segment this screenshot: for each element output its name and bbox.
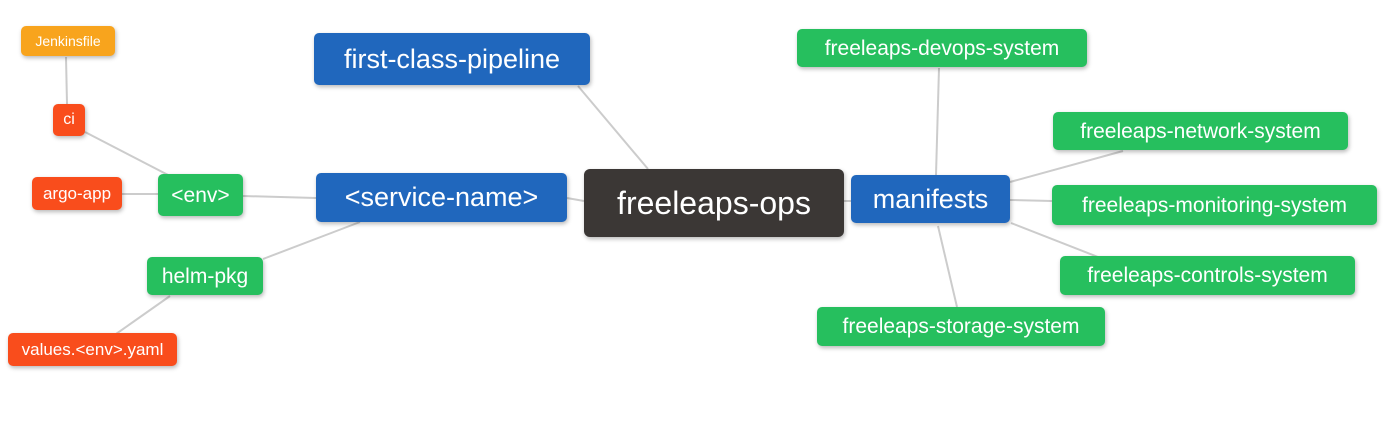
edge-manifests-devops [935,67,940,176]
edge-pipeline-freeleaps-ops [577,85,649,170]
node-freeleaps-controls-system[interactable]: freeleaps-controls-system [1060,256,1355,295]
node-ci[interactable]: ci [53,104,85,136]
edge-helm-pkg-values [115,295,171,335]
node-manifests[interactable]: manifests [851,175,1010,223]
node-env[interactable]: <env> [158,174,243,216]
node-helm-pkg[interactable]: helm-pkg [147,257,263,295]
edge-env-service-name [242,195,317,199]
node-jenkinsfile[interactable]: Jenkinsfile [21,26,115,56]
node-values-env-yaml[interactable]: values.<env>.yaml [8,333,177,366]
node-freeleaps-monitoring-system[interactable]: freeleaps-monitoring-system [1052,185,1377,225]
node-freeleaps-network-system[interactable]: freeleaps-network-system [1053,112,1348,150]
edge-manifests-network [1009,150,1124,183]
node-freeleaps-storage-system[interactable]: freeleaps-storage-system [817,307,1105,346]
edge-jenkinsfile-ci [65,56,68,105]
node-freeleaps-ops[interactable]: freeleaps-ops [584,169,844,237]
edge-ci-env [84,131,173,178]
node-first-class-pipeline[interactable]: first-class-pipeline [314,33,590,85]
node-argo-app[interactable]: argo-app [32,177,122,210]
edge-manifests-controls [1010,222,1099,258]
edge-service-name-freeleaps-ops [566,197,585,202]
node-service-name[interactable]: <service-name> [316,173,567,222]
edge-manifests-storage [937,225,958,308]
edge-helm-pkg-service-name [262,221,361,260]
node-freeleaps-devops-system[interactable]: freeleaps-devops-system [797,29,1087,67]
edge-manifests-monitoring [1009,199,1053,202]
